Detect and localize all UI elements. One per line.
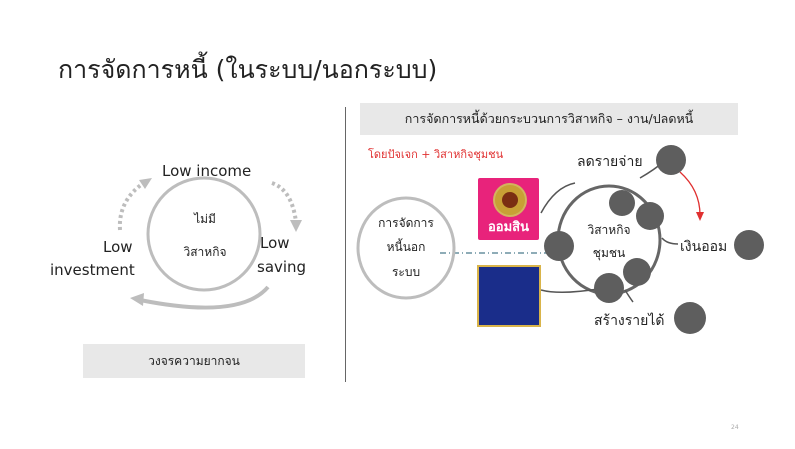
debt-management-heading: การจัดการหนี้ด้วยกระบวนการวิสาหกิจ – งาน… bbox=[360, 103, 738, 135]
income-connector bbox=[624, 289, 634, 303]
enterprise-node-right bbox=[636, 202, 664, 230]
informal-debt-line1: การจัดการ bbox=[378, 216, 434, 230]
reduce-expense-label: ลดรายจ่าย bbox=[577, 154, 643, 170]
create-income-label: สร้างรายได้ bbox=[594, 313, 665, 329]
poverty-cycle-diagram bbox=[117, 176, 302, 310]
gsb-logo-text: ออมสิน bbox=[487, 220, 529, 235]
gsb-logo: ออมสิน bbox=[478, 178, 539, 240]
informal-debt-line3: ระบบ bbox=[391, 265, 421, 279]
enterprise-node-top bbox=[609, 190, 635, 216]
low-saving-label-1: Low bbox=[260, 234, 290, 252]
enterprise-line1: วิสาหกิจ bbox=[587, 223, 631, 237]
red-arrow-line bbox=[679, 171, 701, 216]
section-divider bbox=[345, 107, 346, 382]
cycle-center-circle bbox=[146, 176, 262, 292]
low-investment-label-1: Low bbox=[103, 238, 133, 256]
low-saving-label-2: saving bbox=[257, 258, 307, 276]
page-number: 24 bbox=[731, 424, 739, 431]
arrow-income-to-saving bbox=[271, 181, 298, 223]
informal-debt-line2: หนี้นอก bbox=[386, 240, 426, 254]
gsb-seal-icon bbox=[493, 183, 527, 217]
reduce-expense-node bbox=[656, 145, 686, 175]
page-title: การจัดการหนี้ (ในระบบ/นอกระบบ) bbox=[58, 55, 438, 84]
approach-subheading: โดยปัจเจก + วิสาหกิจชุมชน bbox=[368, 148, 504, 161]
no-enterprise-line2: วิสาหกิจ bbox=[183, 245, 227, 259]
savings-connector bbox=[661, 237, 679, 245]
gsb-connector bbox=[540, 182, 576, 214]
poverty-cycle-caption: วงจรความยากจน bbox=[83, 344, 305, 378]
baac-connector bbox=[540, 288, 599, 293]
arrow-head-saving bbox=[290, 220, 302, 232]
baac-logo bbox=[477, 265, 541, 327]
savings-label: เงินออม bbox=[680, 239, 728, 255]
enterprise-node-lower-right bbox=[623, 258, 651, 286]
income-node bbox=[674, 302, 706, 334]
red-arrow-head bbox=[696, 212, 704, 221]
arrow-saving-to-investment bbox=[139, 285, 270, 310]
enterprise-node-bottom bbox=[594, 273, 624, 303]
low-income-label: Low income bbox=[162, 162, 252, 180]
low-investment-label-2: investment bbox=[50, 261, 135, 279]
enterprise-line2: ชุมชน bbox=[592, 246, 626, 260]
arrow-head-income bbox=[139, 178, 152, 189]
no-enterprise-line1: ไม่มี bbox=[194, 212, 216, 226]
arrow-head-investment bbox=[130, 293, 144, 306]
savings-node bbox=[734, 230, 764, 260]
informal-debt-circle bbox=[356, 196, 456, 300]
enterprise-node-left bbox=[544, 231, 574, 261]
